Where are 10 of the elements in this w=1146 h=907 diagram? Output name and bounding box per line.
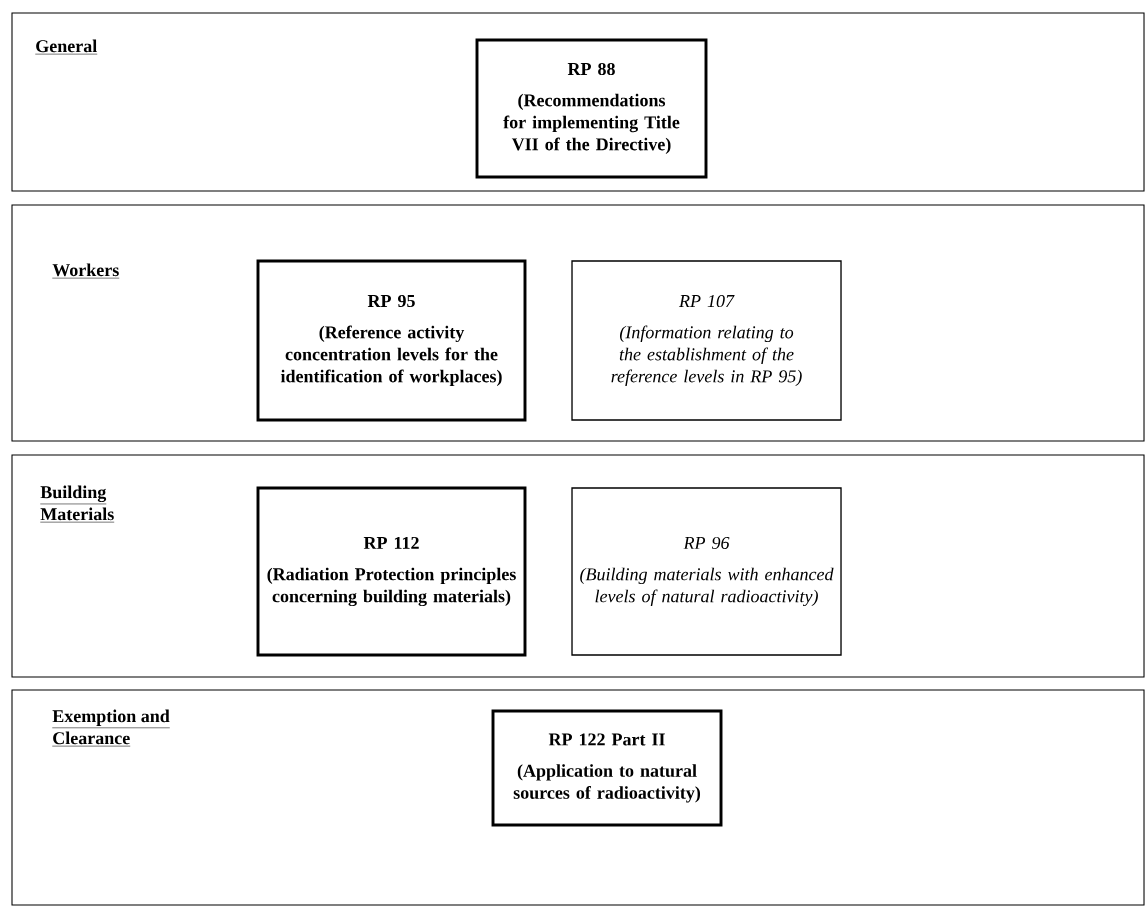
section-heading: Workers — [52, 263, 120, 279]
document-box: RP 88 (Recommendations for implementing Title VII of the Directive) — [475, 38, 708, 179]
document-box: RP 122 Part II (Application to natural sources of radioactivity) — [491, 709, 723, 827]
section-heading: General — [35, 39, 98, 55]
document-box: RP 112 (Radiation Protection principles concerning building materials) — [256, 486, 527, 657]
section-heading: Building Materials — [40, 485, 115, 523]
document-box: RP 107 (Information relating to the establishment of the reference levels in RP 95) — [571, 260, 842, 421]
section-heading: Exemption and Clearance — [52, 709, 171, 747]
document-box: RP 96 (Building materials with enhanced levels of natural radioactivity) — [571, 487, 842, 656]
document-box: RP 95 (Reference activity concentration levels for the identification of workplaces) — [256, 259, 527, 422]
